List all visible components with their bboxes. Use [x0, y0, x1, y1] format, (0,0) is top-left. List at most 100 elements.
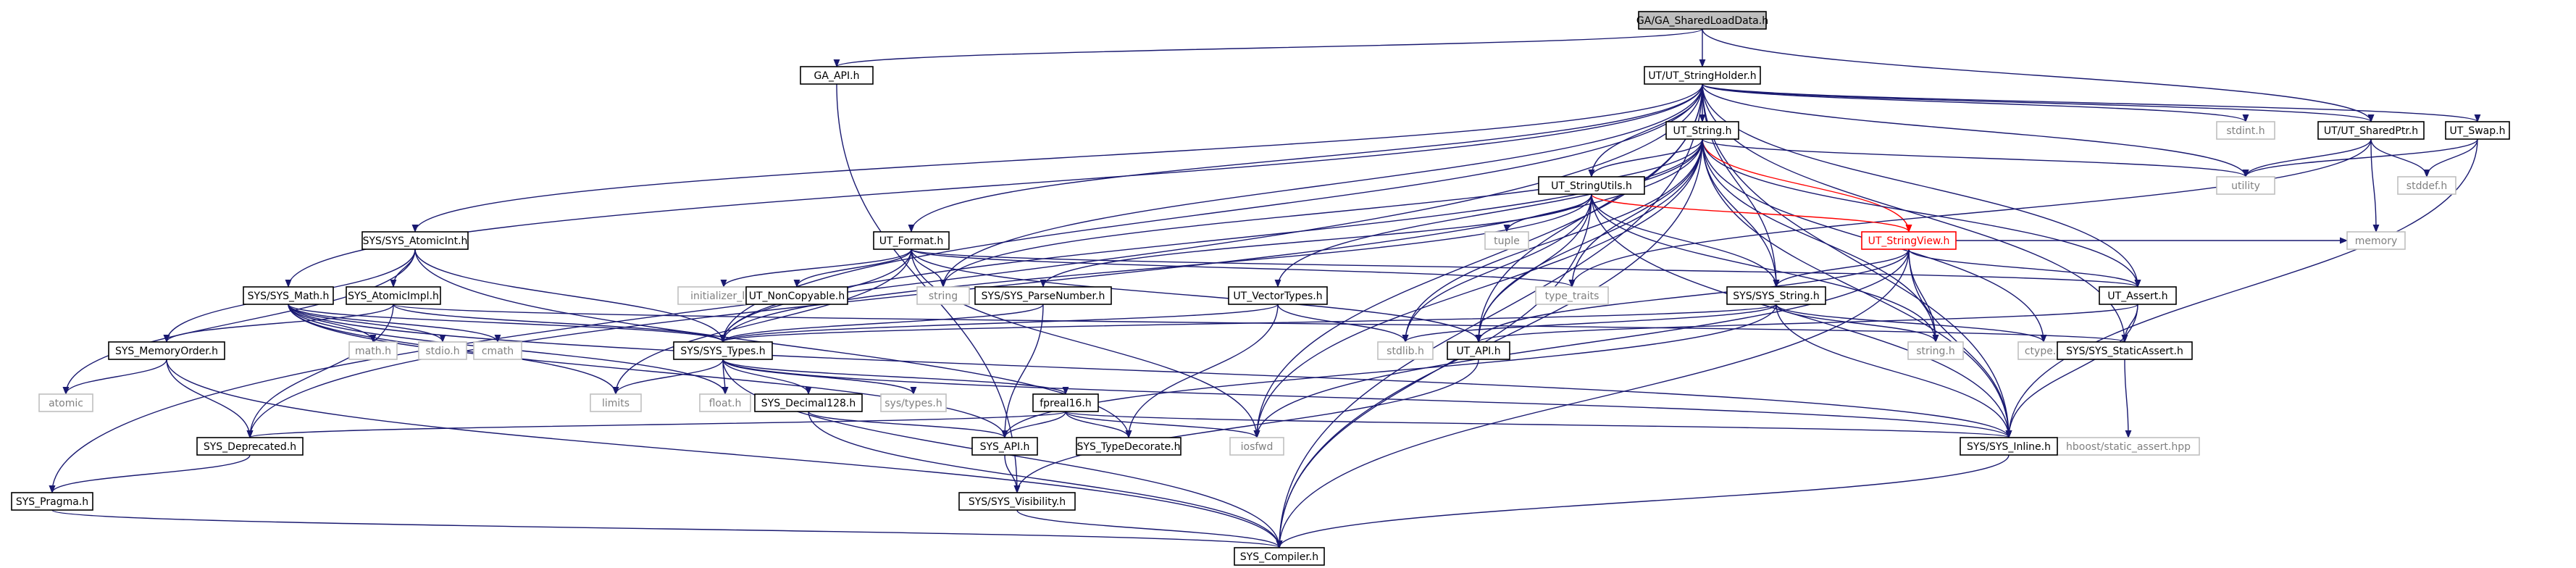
edge-sys_deprecated-to-sys_pragma — [49, 454, 251, 494]
node-label: GA_API.h — [814, 70, 860, 82]
node-label: SYS/SYS_ParseNumber.h — [982, 291, 1105, 302]
node-label: tuple — [1494, 235, 1520, 247]
edge-ut_assert-to-ut_api — [1475, 304, 2138, 343]
node-ut-noncopy[interactable]: UT_NonCopyable.h — [745, 286, 848, 305]
node-ut-format[interactable]: UT_Format.h — [873, 231, 950, 250]
node-label: UT/UT_SharedPtr.h — [2324, 125, 2418, 137]
node-ut-api[interactable]: UT_API.h — [1447, 341, 1510, 360]
edge-sys_dec128-to-sys_compiler — [808, 411, 1283, 549]
node-sys-typedecorate[interactable]: SYS_TypeDecorate.h — [1076, 437, 1182, 456]
edge-ut_strutils-to-sys_string — [1591, 193, 1780, 288]
node-box — [1538, 176, 1645, 195]
node-box — [590, 393, 642, 412]
edge-ut_swap-to-stddef — [2423, 138, 2478, 178]
node-box — [1229, 437, 1284, 456]
node-stdint: stdint.h — [2216, 121, 2275, 140]
edge-ut_strholder-to-ut_swap — [1702, 83, 2481, 123]
node-label: UT_StringView.h — [1868, 235, 1950, 247]
edge-sys_math-to-sys_api — [288, 304, 1008, 439]
edge-sys_math-to-mathh — [288, 304, 377, 343]
edge-sys_parsenum-to-sys_types — [719, 304, 1044, 343]
node-box — [958, 492, 1076, 511]
node-label: SYS_Deprecated.h — [204, 441, 296, 453]
node-box — [2346, 231, 2406, 250]
node-label: UT_VectorTypes.h — [1233, 291, 1322, 302]
node-ut-swap[interactable]: UT_Swap.h — [2445, 121, 2510, 140]
node-label: stdlib.h — [1387, 346, 1424, 357]
node-box — [11, 492, 93, 511]
node-sys-parsenum[interactable]: SYS/SYS_ParseNumber.h — [974, 286, 1112, 305]
node-label: atomic — [49, 398, 83, 409]
node-ga-api[interactable]: GA_API.h — [800, 66, 874, 85]
edge-ut_string-to-ut_assert — [1702, 138, 2141, 288]
node-sys-math[interactable]: SYS/SYS_Math.h — [243, 286, 334, 305]
node-ut-vectypes[interactable]: UT_VectorTypes.h — [1228, 286, 1328, 305]
node-stringh: string.h — [1907, 341, 1964, 360]
edge-ut_string-to-string — [940, 138, 1703, 288]
node-sys-inline[interactable]: SYS/SYS_Inline.h — [1960, 437, 2058, 456]
edge-sys_dec128-to-sys_api — [808, 411, 1008, 439]
node-box — [1076, 437, 1182, 456]
edge-ut_format-to-iosfwd — [911, 248, 1260, 439]
node-label: UT_Format.h — [879, 235, 943, 247]
node-sys-deprecated[interactable]: SYS_Deprecated.h — [196, 437, 304, 456]
node-ut-assert[interactable]: UT_Assert.h — [2099, 286, 2177, 305]
node-sys-atomicint[interactable]: SYS/SYS_AtomicInt.h — [361, 231, 469, 250]
node-box — [1665, 121, 1739, 140]
node-sys-types[interactable]: SYS/SYS_Types.h — [673, 341, 773, 360]
node-ut-sharedptr[interactable]: UT/UT_SharedPtr.h — [2317, 121, 2425, 140]
edge-ut_strview-to-iosfwd — [1253, 248, 1910, 439]
node-ut-strutils[interactable]: UT_StringUtils.h — [1538, 176, 1645, 195]
node-fpreal16[interactable]: fpreal16.h — [1032, 393, 1099, 412]
edge-ut_format-to-ut_noncopy — [793, 248, 912, 288]
node-systypes: sys/types.h — [880, 393, 947, 412]
edge-fpreal16-to-iosfwd — [1065, 411, 1260, 439]
node-label: SYS_Pragma.h — [16, 496, 88, 508]
edge-ut_strholder-to-sys_inline — [1702, 83, 2012, 439]
edge-ut_swap-to-sys_inline — [2005, 138, 2478, 439]
node-stdio: stdio.h — [418, 341, 467, 360]
edge-sys_memorder-to-atomic — [62, 359, 167, 396]
node-box — [361, 231, 469, 250]
edge-ut_strholder-to-ut_sharedptr — [1702, 83, 2375, 123]
edge-ut_strholder-to-sys_atomicint — [411, 83, 1703, 233]
node-label: SYS_Decimal128.h — [761, 398, 856, 409]
node-ut-strholder[interactable]: UT/UT_StringHolder.h — [1644, 66, 1761, 85]
edge-ut_assert-to-sys_inline — [2005, 304, 2138, 439]
node-box — [2445, 121, 2510, 140]
edge-ut_strview-to-ut_api — [1475, 248, 1910, 343]
node-sys-api[interactable]: SYS_API.h — [971, 437, 1038, 456]
edge-ut_assert-to-sys_staticassert — [2121, 304, 2138, 343]
edge-ut_string-to-stdlib — [1402, 138, 1703, 343]
edge-fpreal16-to-sys_typedecorate — [1065, 411, 1132, 439]
edge-sys_atomicimpl-to-sys_types — [393, 304, 727, 343]
node-label: SYS/SYS_StaticAssert.h — [2066, 346, 2183, 357]
node-box — [2317, 121, 2425, 140]
edge-ut_strholder-to-utility — [1702, 83, 2249, 178]
node-box — [1032, 393, 1099, 412]
node-sys-memorder[interactable]: SYS_MemoryOrder.h — [108, 341, 225, 360]
node-label: ctype.h — [2025, 346, 2062, 357]
node-ut-string[interactable]: UT_String.h — [1665, 121, 1739, 140]
edge-sys_atomicint-to-sys_types — [414, 248, 727, 343]
edge-ut_string-to-ut_strutils — [1588, 138, 1703, 178]
node-box — [418, 341, 467, 360]
node-box — [1228, 286, 1328, 305]
node-sys-pragma[interactable]: SYS_Pragma.h — [11, 492, 93, 511]
node-sys-compiler[interactable]: SYS_Compiler.h — [1234, 547, 1325, 566]
edge-ut_sharedptr-to-utility — [2242, 138, 2372, 178]
node-box — [473, 341, 522, 360]
node-sys-atomicimpl[interactable]: SYS_AtomicImpl.h — [346, 286, 441, 305]
edge-ut_string-to-sys_inline — [1702, 138, 2012, 439]
node-label: fpreal16.h — [1040, 398, 1091, 409]
node-sys-string[interactable]: SYS/SYS_String.h — [1726, 286, 1826, 305]
node-box — [699, 393, 751, 412]
node-sys-staticassert[interactable]: SYS/SYS_StaticAssert.h — [2057, 341, 2193, 360]
node-label: utility — [2231, 180, 2260, 192]
node-sys-visibility[interactable]: SYS/SYS_Visibility.h — [958, 492, 1076, 511]
node-ut-strview[interactable]: UT_StringView.h — [1861, 231, 1957, 250]
edge-root-to-ut_sharedptr — [1702, 28, 2375, 123]
node-box — [2216, 176, 2275, 195]
node-root[interactable]: GA/GA_SharedLoadData.h — [1636, 11, 1768, 30]
node-sys-dec128[interactable]: SYS_Decimal128.h — [754, 393, 863, 412]
